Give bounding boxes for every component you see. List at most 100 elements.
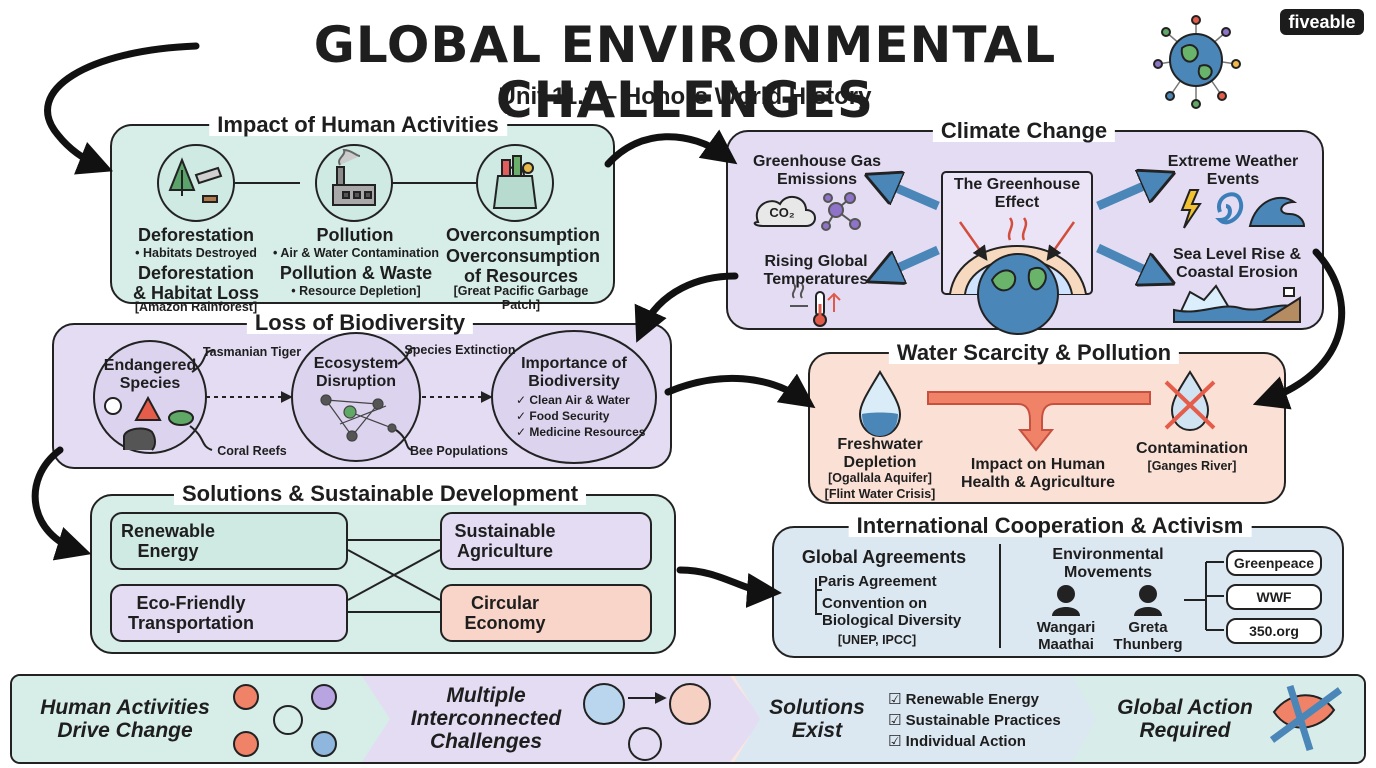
activist-wangari: Wangari Maathai — [1036, 619, 1096, 653]
label-rising-temperatures: Rising Global Temperatures — [763, 253, 869, 288]
banner-check-renewable: ☑ Renewable Energy — [888, 691, 1040, 708]
co2-label: CO₂ — [769, 205, 795, 220]
banner-check-renewable-label: Renewable Energy — [905, 691, 1040, 708]
brand-label: fiveable — [1288, 12, 1356, 32]
detail-deforestation: • Habitats Destroyed — [135, 246, 257, 260]
banner-check-individual-label: Individual Action — [905, 733, 1026, 750]
arrow-biodiversity-to-solutions — [31, 446, 92, 561]
arrow-climate-to-biodiversity — [634, 272, 739, 343]
label-ghg-emissions: Greenhouse Gas Emissions — [752, 153, 882, 188]
person-icon-wangari — [1052, 585, 1080, 616]
brand-logo[interactable]: fiveable — [1280, 9, 1364, 35]
arrow-biodiversity-to-water — [664, 373, 816, 409]
banner-step-challenges: Multiple Interconnected Challenges — [410, 684, 562, 754]
ecosystem-web-icon — [320, 394, 397, 442]
person-icon-greta — [1134, 585, 1162, 616]
label-sustainable-agriculture: Sustainable Agriculture — [454, 521, 556, 561]
label-endangered-species: Endangered Species — [103, 357, 197, 392]
hurricane-icon — [1215, 192, 1244, 225]
earth-icon — [977, 253, 1059, 335]
example-ogallala: [Ogallala Aquifer] — [828, 471, 932, 485]
thermometer-icon — [790, 283, 841, 327]
banner-step-human-activities: Human Activities Drive Change — [40, 696, 210, 743]
cloud-co2-icon — [753, 195, 816, 227]
detail-pollution: • Air & Water Contamination — [273, 246, 439, 260]
agreement-paris: Paris Agreement — [818, 573, 937, 590]
page-title: GLOBAL ENVIRONMENTAL CHALLENGES — [313, 16, 1057, 129]
card-sustainable-agriculture[interactable]: Sustainable Agriculture — [440, 512, 652, 570]
banner-check-sustainable: ☑ Sustainable Practices — [888, 712, 1061, 729]
banner-check-individual: ☑ Individual Action — [888, 733, 1026, 750]
subtitle-deforestation: Deforestation & Habitat Loss — [132, 263, 260, 303]
label-importance-biodiversity: Importance of Biodiversity — [521, 355, 627, 390]
card-eco-transport[interactable]: Eco-Friendly Transportation — [110, 584, 348, 642]
subtitle-pollution: Pollution & Waste — [279, 263, 433, 283]
panel-title-cooperation: International Cooperation & Activism — [848, 515, 1252, 537]
arrow-human-to-climate — [604, 129, 738, 168]
banner-check-sustainable-label: Sustainable Practices — [905, 712, 1061, 729]
panel-title-climate-change: Climate Change — [932, 120, 1116, 142]
example-overconsumption: [Great Pacific Garbage Patch] — [453, 284, 589, 312]
card-circular-economy[interactable]: Circular Economy — [440, 584, 652, 642]
label-circular-economy: Circular Economy — [464, 593, 546, 633]
benefit-medicine: ✓ Medicine Resources — [516, 425, 646, 439]
org-350[interactable]: 350.org — [1226, 618, 1322, 644]
panel-title-water: Water Scarcity & Pollution — [888, 342, 1180, 364]
arrow-solutions-to-cooperation — [676, 566, 782, 608]
banner-step-global-action: Global Action Required — [1117, 696, 1253, 743]
label-pollution: Pollution — [316, 225, 394, 245]
water-graphics — [858, 370, 1216, 452]
label-deforestation: Deforestation — [137, 225, 254, 245]
page-subtitle: Unit 11.7 – Honors World History — [498, 83, 872, 110]
contaminated-drop-icon — [1170, 370, 1210, 432]
label-sea-level-rise: Sea Level Rise & Coastal Erosion — [1172, 246, 1302, 281]
label-extreme-weather: Extreme Weather Events — [1167, 153, 1299, 188]
example-flint: [Flint Water Crisis] — [824, 487, 936, 501]
elephant-icon — [123, 427, 156, 451]
wave-icon — [1248, 197, 1306, 227]
turtle-icon — [168, 410, 194, 426]
label-species-extinction: Species Extinction — [404, 343, 516, 357]
panda-icon — [104, 397, 122, 415]
tree-saw-icon — [168, 157, 223, 203]
impact-arrows — [927, 391, 1151, 452]
panel-title-solutions: Solutions & Sustainable Development — [173, 483, 587, 505]
label-global-agreements: Global Agreements — [801, 547, 967, 567]
label-bee-populations: Bee Populations — [410, 444, 508, 458]
example-ganges: [Ganges River] — [1147, 459, 1237, 473]
label-renewable-energy: Renewable Energy — [120, 521, 216, 561]
iceberg-coast-icon — [1173, 284, 1301, 323]
panel-title-biodiversity: Loss of Biodiversity — [246, 312, 474, 334]
label-ecosystem-disruption: Ecosystem Disruption — [313, 355, 399, 390]
label-tasmanian-tiger: Tasmanian Tiger — [202, 345, 302, 359]
lightning-icon — [1180, 189, 1202, 229]
label-eco-transport: Eco-Friendly Transportation — [127, 593, 254, 633]
agreement-biodiversity: Convention on Biological Diversity — [822, 595, 962, 629]
cooperation-graphics — [815, 544, 1224, 648]
card-renewable-energy[interactable]: Renewable Energy — [110, 512, 348, 570]
org-greenpeace[interactable]: Greenpeace — [1226, 550, 1322, 576]
example-pollution: • Resource Depletion] — [291, 284, 421, 298]
label-greenhouse-effect: The Greenhouse Effect — [953, 176, 1081, 211]
activist-greta: Greta Thunberg — [1113, 619, 1183, 653]
subtitle-overconsumption: Overconsumption of Resources — [446, 246, 601, 286]
arrow-title-to-human — [44, 42, 200, 175]
banner-step-solutions: Solutions Exist — [769, 696, 865, 743]
arrow-climate-to-water — [1252, 248, 1346, 410]
benefit-clean-air: ✓ Clean Air & Water — [516, 393, 630, 407]
banner-icons — [233, 683, 1343, 761]
globe-network-icon — [1153, 15, 1241, 109]
label-coral-reefs: Coral Reefs — [217, 444, 287, 458]
shopping-bag-icon — [492, 155, 538, 209]
label-impact-health: Impact on Human Health & Agriculture — [960, 456, 1116, 491]
solutions-connectors — [347, 539, 441, 613]
factory-icon — [332, 148, 376, 206]
label-contamination: Contamination — [1136, 440, 1248, 457]
climate-graphics — [753, 172, 1306, 335]
org-wwf[interactable]: WWF — [1226, 584, 1322, 610]
benefit-food-security: ✓ Food Security — [516, 409, 610, 423]
biodiversity-graphics — [93, 330, 657, 464]
flow-arrows — [31, 42, 1346, 608]
label-environmental-movements: Environmental Movements — [1052, 546, 1164, 581]
label-freshwater-depletion: Freshwater Depletion — [837, 436, 923, 471]
